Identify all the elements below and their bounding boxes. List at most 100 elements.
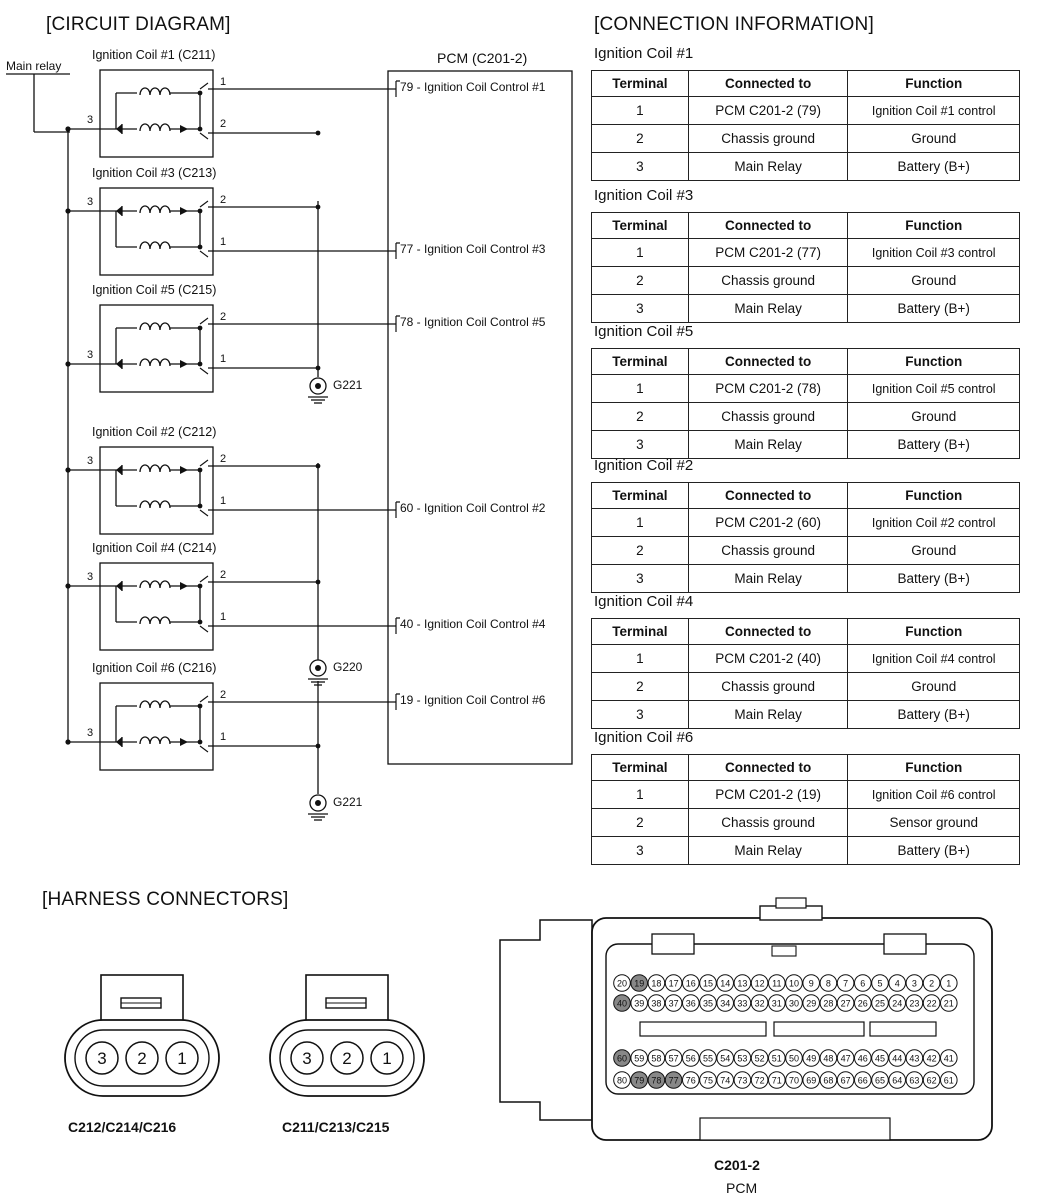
main-relay-label: Main relay	[6, 59, 62, 73]
table-header: Function	[847, 70, 1020, 97]
table-header: Terminal	[591, 618, 689, 645]
table-cell: Chassis ground	[687, 124, 849, 153]
ground-symbol	[308, 377, 328, 404]
pcm-title: PCM (C201-2)	[437, 50, 528, 66]
table-cell: Main Relay	[687, 294, 849, 323]
table-cell: Battery (B+)	[847, 294, 1020, 323]
coil-pin-number: 1	[220, 495, 226, 507]
table-cell: Ground	[847, 124, 1020, 153]
table-header: Terminal	[591, 212, 689, 239]
table-cell: 2	[591, 124, 689, 153]
table-header: Function	[847, 618, 1020, 645]
table-cell: Battery (B+)	[847, 430, 1020, 459]
table-cell: 3	[591, 700, 689, 729]
ground-label: G221	[333, 378, 363, 392]
table-header: Function	[847, 348, 1020, 375]
table-cell: Main Relay	[687, 152, 849, 181]
table-cell: Ignition Coil #1 control	[847, 96, 1020, 125]
table-cell: Chassis ground	[687, 672, 849, 701]
table-cell: PCM C201-2 (77)	[687, 238, 849, 267]
table-cell: 3	[591, 564, 689, 593]
ignition-coil-symbol: 213	[65, 187, 400, 276]
table-cell: 1	[591, 374, 689, 403]
table-cell: Ground	[847, 266, 1020, 295]
table-cell: 2	[591, 402, 689, 431]
coil-pin-number: 1	[220, 236, 226, 248]
coil-pin-number: 2	[220, 118, 226, 130]
table-cell: 2	[591, 672, 689, 701]
coil-pin-number: 3	[87, 196, 93, 208]
table-cell: Main Relay	[687, 430, 849, 459]
table-cell: Chassis ground	[687, 402, 849, 431]
connection-table-title: Ignition Coil #5	[594, 323, 694, 340]
pcm-pin-label: 19 - Ignition Coil Control #6	[400, 693, 546, 707]
table-cell: PCM C201-2 (78)	[687, 374, 849, 403]
table-header: Connected to	[687, 482, 849, 509]
harness-connectors-heading: [HARNESS CONNECTORS]	[42, 889, 289, 910]
ignition-coil-symbol: 213	[65, 682, 400, 771]
coil-label: Ignition Coil #5 (C215)	[92, 283, 217, 297]
table-cell: 3	[591, 152, 689, 181]
ignition-coil-symbol: 213	[65, 304, 400, 393]
table-cell: PCM C201-2 (40)	[687, 644, 849, 673]
connection-table-title: Ignition Coil #3	[594, 187, 694, 204]
connection-table-title: Ignition Coil #2	[594, 457, 694, 474]
table-cell: Ground	[847, 402, 1020, 431]
coil-label: Ignition Coil #3 (C213)	[92, 166, 217, 180]
table-header: Connected to	[687, 754, 849, 781]
circuit-diagram-heading: [CIRCUIT DIAGRAM]	[46, 14, 231, 35]
table-cell: Chassis ground	[687, 536, 849, 565]
table-cell: Ground	[847, 536, 1020, 565]
table-header: Connected to	[687, 618, 849, 645]
table-cell: Battery (B+)	[847, 700, 1020, 729]
table-cell: 1	[591, 238, 689, 267]
table-header: Terminal	[591, 482, 689, 509]
table-cell: Ignition Coil #3 control	[847, 238, 1020, 267]
connection-info-heading: [CONNECTION INFORMATION]	[594, 14, 874, 35]
table-header: Function	[847, 482, 1020, 509]
table-cell: Main Relay	[687, 700, 849, 729]
coil-pin-number: 2	[220, 453, 226, 465]
table-header: Function	[847, 212, 1020, 239]
connection-table-title: Ignition Coil #1	[594, 45, 694, 62]
pcm-label: PCM	[726, 1180, 758, 1196]
ground-label: G220	[333, 660, 363, 674]
table-header: Function	[847, 754, 1020, 781]
connection-table-title: Ignition Coil #6	[594, 729, 694, 746]
table-cell: Battery (B+)	[847, 836, 1020, 865]
table-cell: 1	[591, 96, 689, 125]
table-cell: Ignition Coil #6 control	[847, 780, 1020, 809]
table-cell: Ignition Coil #4 control	[847, 644, 1020, 673]
table-cell: Ignition Coil #5 control	[847, 374, 1020, 403]
table-cell: Main Relay	[687, 564, 849, 593]
table-cell: Sensor ground	[847, 808, 1020, 837]
ignition-coil-symbol: 123	[65, 69, 400, 158]
connection-table-title: Ignition Coil #4	[594, 593, 694, 610]
table-cell: 2	[591, 808, 689, 837]
table-cell: 3	[591, 430, 689, 459]
pcm-pin-label: 60 - Ignition Coil Control #2	[400, 501, 546, 515]
table-cell: Battery (B+)	[847, 152, 1020, 181]
coil-pin-number: 2	[220, 311, 226, 323]
table-header: Terminal	[591, 70, 689, 97]
coil-pin-number: 2	[220, 689, 226, 701]
coil-pin-number: 3	[87, 455, 93, 467]
table-cell: 2	[591, 266, 689, 295]
table-header: Connected to	[687, 212, 849, 239]
